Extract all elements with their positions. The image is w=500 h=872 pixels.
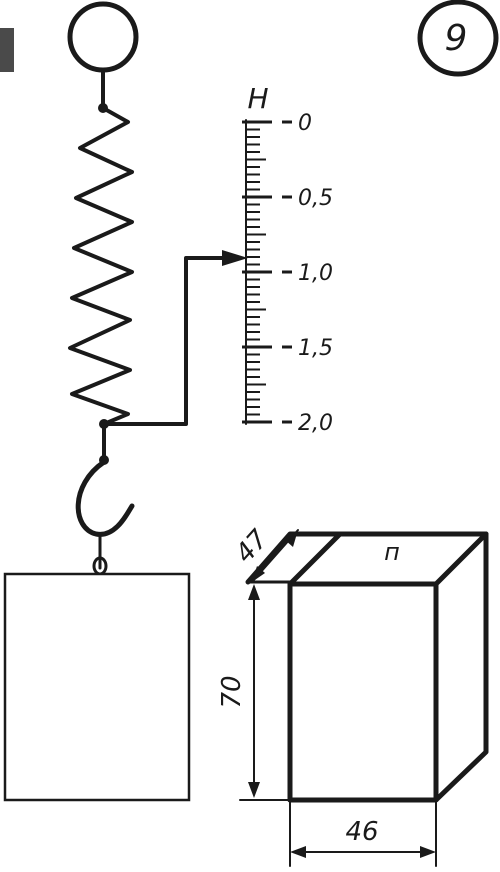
hanging-block: [3, 572, 191, 802]
problem-number: 9: [445, 18, 468, 59]
box-top-label: п: [384, 538, 400, 566]
force-scale: 0 0,5 1,0 1,5 2,0 Н: [242, 82, 333, 436]
corner-tab: [0, 28, 14, 72]
box-3d: п: [239, 531, 489, 803]
suspension-ring: [67, 1, 139, 113]
unit-label: Н: [247, 82, 268, 115]
height-label: 70: [217, 675, 247, 708]
hook: [75, 419, 135, 576]
scale-label: 1,5: [298, 336, 333, 361]
width-label: 46: [345, 817, 378, 847]
problem-number-badge: 9: [417, 0, 499, 77]
scale-label: 2,0: [298, 411, 333, 436]
spring-coil: [68, 106, 134, 426]
pointer-arrow: [102, 250, 248, 426]
scale-label: 0: [298, 111, 312, 136]
dimension-height: 70: [217, 584, 260, 798]
scale-label: 1,0: [298, 261, 333, 286]
dimension-width: 46: [289, 799, 437, 867]
scale-label: 0,5: [298, 186, 333, 211]
dimension-depth: 47: [230, 524, 299, 583]
